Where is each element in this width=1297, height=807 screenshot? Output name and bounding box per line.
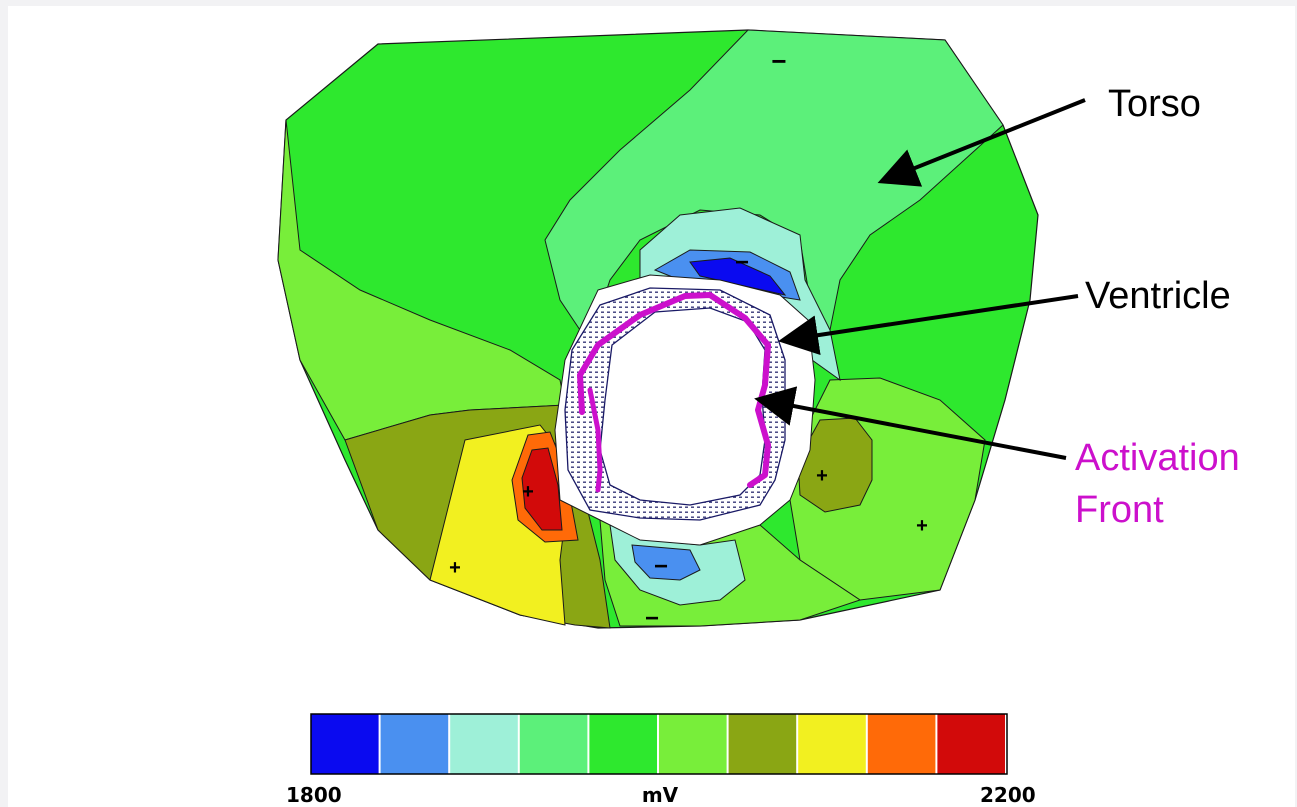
zone-top-darkblue <box>689 257 787 296</box>
ventricle-arrow <box>778 294 1079 356</box>
activation-arrow <box>754 386 1067 460</box>
plus-sign-yellow: + <box>449 557 461 579</box>
colorbar-swatch-2 <box>380 714 449 774</box>
zone-upper-paleband <box>544 29 1004 332</box>
colorbar-swatch-1 <box>311 714 379 774</box>
plus-sign-right: + <box>916 515 928 537</box>
activation-front <box>577 292 771 488</box>
minus-sign-bottom: − <box>645 605 659 632</box>
activation-front-branch <box>587 387 603 493</box>
colorbar-swatch-7 <box>728 714 797 774</box>
minus-sign-ventricle-top: − <box>735 249 749 276</box>
colorbar-unit-label: mV <box>642 783 679 807</box>
colorbar-swatch-9 <box>867 714 936 774</box>
ventricle-cavity <box>599 307 766 506</box>
ventricle-label: Ventricle <box>1085 275 1231 317</box>
activation-label-line2: Front <box>1075 489 1164 531</box>
colorbar-border <box>310 713 1008 775</box>
colorbar-min-label: 1800 <box>286 783 342 807</box>
minus-sign-top: − <box>771 46 786 76</box>
minus-sign-bottom-blue: − <box>654 553 668 580</box>
zone-bottom-midblue <box>631 544 701 581</box>
colorbar <box>311 714 1005 774</box>
torso-arrow <box>877 98 1086 187</box>
colorbar-swatch-10 <box>937 714 1005 774</box>
colorbar-swatch-6 <box>659 714 727 774</box>
activation-label-line1: Activation <box>1075 437 1240 479</box>
plus-sign-right-olive: + <box>816 465 828 487</box>
zone-red <box>521 447 563 531</box>
colorbar-max-label: 2200 <box>980 783 1036 807</box>
colorbar-swatch-3 <box>450 714 518 774</box>
torso-label: Torso <box>1108 83 1201 125</box>
colorbar-swatch-8 <box>798 714 866 774</box>
colorbar-swatch-4 <box>519 714 588 774</box>
plus-sign-red: + <box>522 481 534 503</box>
colorbar-swatch-5 <box>589 714 657 774</box>
